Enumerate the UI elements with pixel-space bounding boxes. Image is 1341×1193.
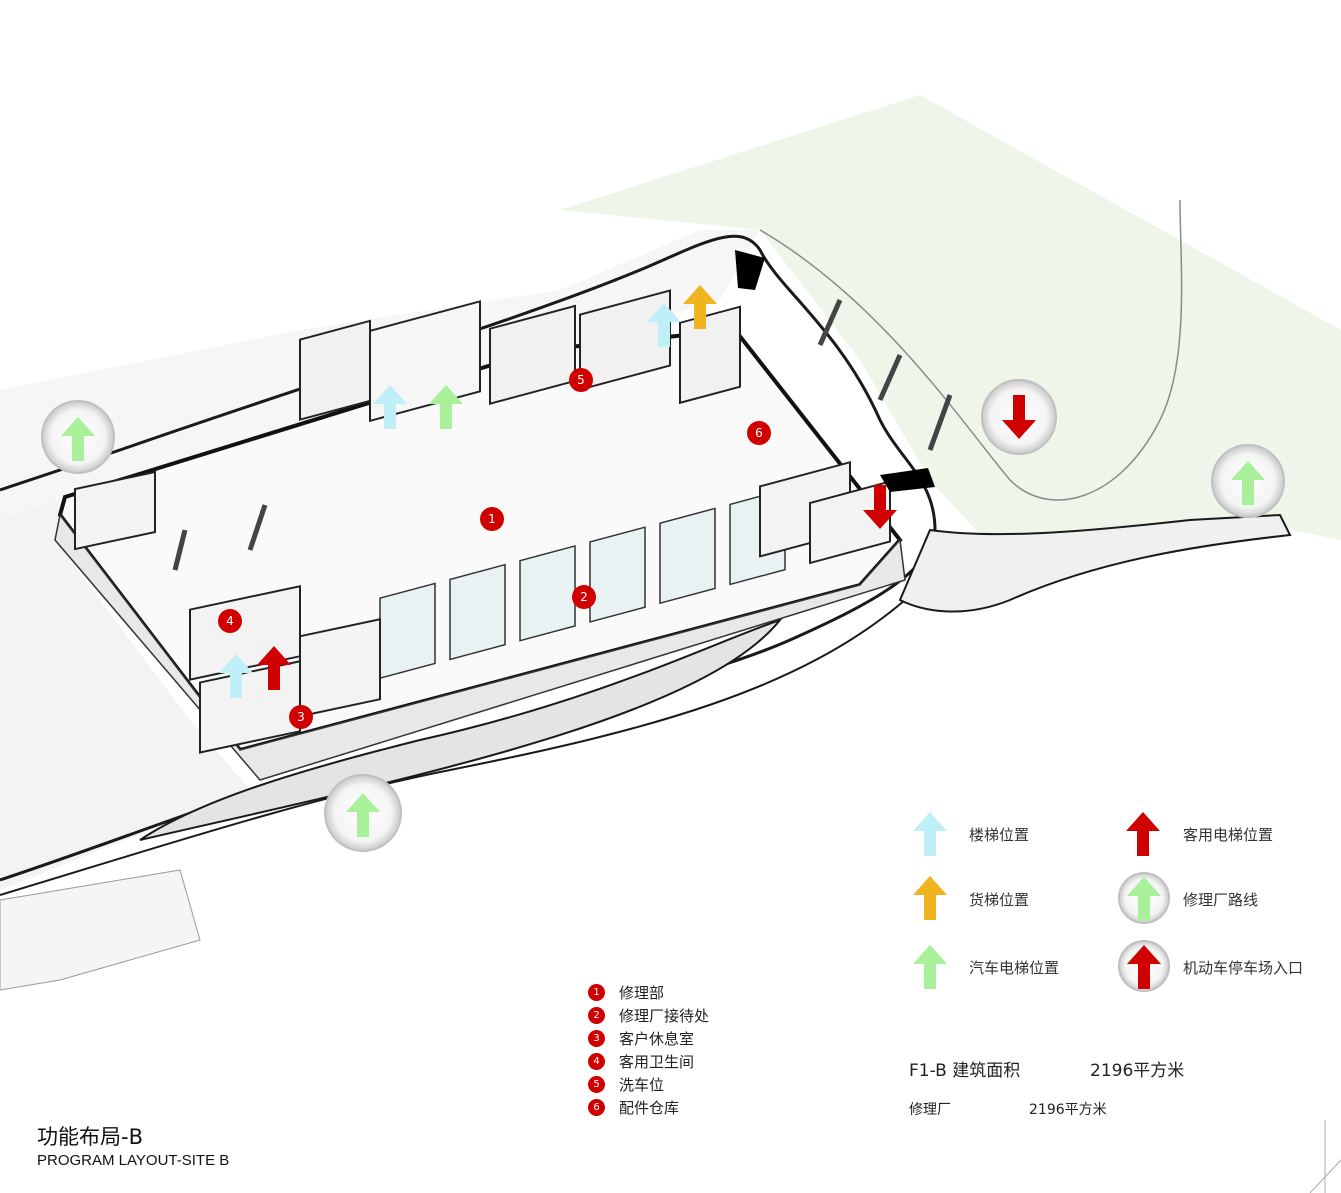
program-label: 洗车位: [619, 1076, 665, 1094]
site-ground-green: [560, 95, 1341, 540]
right-rooms: [759, 460, 891, 565]
north-curve-lines: [759, 199, 1183, 501]
program-number: 3: [588, 1030, 605, 1047]
program-label: 客用卫生间: [619, 1053, 695, 1071]
program-number: 4: [588, 1053, 605, 1070]
program-legend: 1 修理部 2 修理厂接待处 3 客户休息室 4 客用卫生间 5 洗车位 6 配…: [588, 981, 709, 1119]
left-rooms: [74, 470, 381, 754]
legend-freight-label: 货梯位置: [969, 891, 1030, 909]
plan-marker-5: 5: [569, 368, 593, 392]
legend-stair-label: 楼梯位置: [969, 826, 1030, 844]
ring-road-inner: [0, 599, 906, 896]
program-number: 2: [588, 1007, 605, 1024]
corner-frame: [1309, 1120, 1341, 1193]
svg-text:3: 3: [297, 710, 305, 724]
legend-car-lift-icon: [913, 945, 947, 989]
ramp-curve: [139, 617, 783, 841]
area-row-label: 修理厂: [909, 1102, 951, 1118]
area-title-value: 2196平方米: [1090, 1061, 1185, 1081]
program-item: 3 客户休息室: [588, 1027, 709, 1050]
area-title-label: F1-B 建筑面积: [909, 1061, 1021, 1081]
legend-parking-label: 机动车停车场入口: [1183, 959, 1304, 977]
legend-guest-lift-label: 客用电梯位置: [1183, 826, 1274, 844]
program-item: 5 洗车位: [588, 1073, 709, 1096]
dark-accent-north: [735, 250, 765, 290]
building-front-wall: [54, 513, 906, 781]
svg-text:4: 4: [226, 614, 234, 628]
program-number: 5: [588, 1076, 605, 1093]
columns: [172, 298, 953, 571]
legend-freight-icon: [913, 876, 947, 920]
repair-bays: [379, 488, 786, 680]
program-label: 配件仓库: [619, 1099, 680, 1117]
program-number: 6: [588, 1099, 605, 1116]
legend-route-label: 修理厂路线: [1183, 891, 1259, 909]
svg-text:2: 2: [580, 590, 588, 604]
site-ground-lower: [0, 500, 250, 890]
plan-marker-4: 4: [218, 609, 242, 633]
route-circle-east: [1211, 444, 1285, 518]
program-item: 1 修理部: [588, 981, 709, 1004]
legend-stair-icon: [913, 812, 947, 856]
plan-marker-6: 6: [747, 421, 771, 445]
plan-marker-2: 2: [572, 585, 596, 609]
program-label: 修理部: [619, 984, 665, 1002]
parking-entry-circle: [981, 379, 1057, 455]
upper-rooms: [299, 289, 741, 423]
route-circle-west: [41, 400, 115, 474]
lower-base: [0, 869, 201, 991]
program-label: 客户休息室: [619, 1030, 695, 1048]
legend-car-lift-label: 汽车电梯位置: [969, 959, 1060, 977]
svg-text:5: 5: [577, 373, 585, 387]
svg-text:6: 6: [755, 426, 763, 440]
legend-route-icon: [1118, 872, 1170, 924]
plan-marker-1: 1: [480, 507, 504, 531]
plan-marker-3: 3: [289, 705, 313, 729]
program-item: 4 客用卫生间: [588, 1050, 709, 1073]
area-row-value: 2196平方米: [1029, 1102, 1107, 1118]
east-ramp: [898, 513, 1292, 613]
svg-text:1: 1: [488, 512, 496, 526]
program-number: 1: [588, 984, 605, 1001]
legend-guest-lift-icon: [1126, 812, 1160, 856]
diagram-title-en: PROGRAM LAYOUT-SITE B: [37, 1152, 230, 1169]
program-item: 6 配件仓库: [588, 1096, 709, 1119]
route-circle-south: [324, 774, 402, 852]
diagram-title-cn: 功能布局-B: [37, 1125, 143, 1149]
program-item: 2 修理厂接待处: [588, 1004, 709, 1027]
legend-parking-icon: [1118, 940, 1170, 992]
dark-accent-east: [880, 468, 935, 492]
program-label: 修理厂接待处: [619, 1007, 710, 1025]
